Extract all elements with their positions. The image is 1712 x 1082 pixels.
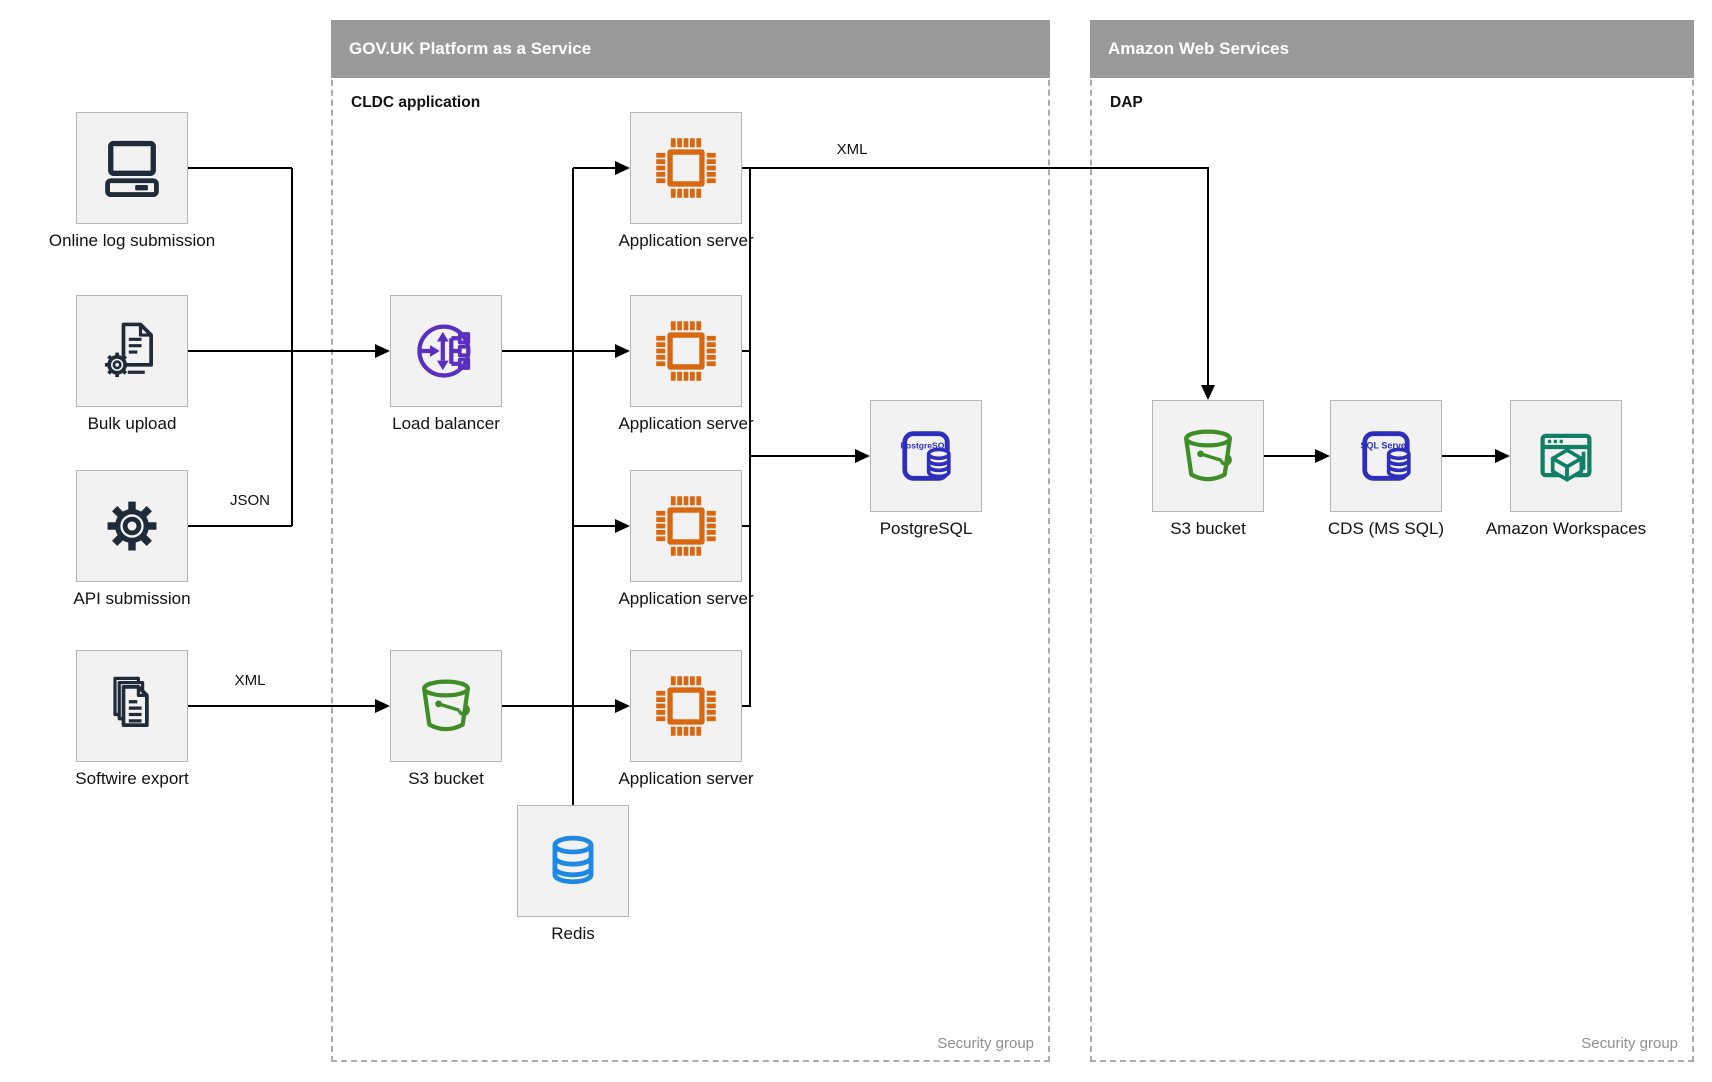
app-server-4-label: Application server — [618, 769, 754, 788]
app-server-3-label: Application server — [618, 589, 754, 608]
arrowhead — [855, 449, 870, 463]
connector-line — [573, 167, 617, 169]
app-server-2-box[interactable] — [630, 295, 742, 407]
stacked-documents-icon — [113, 676, 149, 727]
online-log-label: Online log submission — [48, 231, 216, 250]
online-log-box[interactable] — [76, 112, 188, 224]
computer-icon — [105, 140, 159, 197]
edge-label-json-api-to-app: JSON — [229, 492, 270, 509]
connector-line — [188, 167, 292, 169]
api-submission-label: API submission — [73, 589, 191, 608]
postgresql-label: PostgreSQL — [879, 519, 973, 538]
aws-sublabel: DAP — [1110, 94, 1143, 111]
softwire-export-label: Softwire export — [75, 769, 189, 788]
connector-line — [502, 705, 617, 707]
redis-box[interactable] — [517, 805, 629, 917]
connector-line — [742, 350, 751, 352]
document-gear-icon — [104, 322, 153, 378]
app-server-3-box[interactable] — [630, 470, 742, 582]
arrowhead — [615, 519, 630, 533]
arrowhead — [375, 344, 390, 358]
aws-header-title: Amazon Web Services — [1090, 20, 1694, 78]
load-balancer-box[interactable] — [390, 295, 502, 407]
paas-security-group-label: Security group — [937, 1035, 1034, 1052]
arrowhead — [615, 344, 630, 358]
s3-aws-label: S3 bucket — [1170, 519, 1246, 538]
chip-icon — [656, 496, 716, 556]
postgresql-box[interactable]: PostgreSQL — [870, 400, 982, 512]
gear-icon — [107, 501, 157, 551]
connector-line — [502, 350, 617, 352]
cds-box[interactable]: SQL Server — [1330, 400, 1442, 512]
s3-bucket-icon — [422, 679, 470, 732]
arrowhead — [1201, 385, 1215, 400]
api-submission-box[interactable] — [76, 470, 188, 582]
bulk-upload-box[interactable] — [76, 295, 188, 407]
postgresql-icon: PostgreSQL — [900, 431, 951, 481]
connector-line — [742, 525, 751, 527]
connector-line — [291, 168, 293, 526]
container-aws: Amazon Web Services DAP Security group — [1090, 20, 1694, 1062]
arrowhead — [375, 699, 390, 713]
cds-label: CDS (MS SQL) — [1327, 519, 1445, 538]
connector-line — [749, 168, 751, 706]
connector-line — [188, 525, 292, 527]
aws-security-group-label: Security group — [1581, 1035, 1678, 1052]
workspaces-icon — [1540, 433, 1592, 482]
load-balancer-label: Load balancer — [392, 414, 500, 433]
edge-label-xml-softwire-to-s3: XML — [234, 672, 266, 689]
sql-server-icon-text: SQL Server — [1360, 441, 1409, 451]
app-server-4-box[interactable] — [630, 650, 742, 762]
chip-icon — [656, 138, 716, 198]
redis-icon — [552, 835, 594, 885]
workspaces-box[interactable] — [1510, 400, 1622, 512]
app-server-2-label: Application server — [618, 414, 754, 433]
edge-label-xml-app-to-aws: XML — [836, 141, 868, 158]
connector-line — [188, 350, 377, 352]
arrowhead — [1315, 449, 1330, 463]
sql-server-icon: SQL Server — [1360, 431, 1411, 481]
redis-label: Redis — [551, 924, 595, 943]
s3-bucket-icon — [1184, 429, 1232, 482]
arrowhead — [615, 161, 630, 175]
s3-paas-box[interactable] — [390, 650, 502, 762]
workspaces-label: Amazon Workspaces — [1485, 519, 1647, 538]
arrowhead — [1495, 449, 1510, 463]
connector-line — [750, 455, 857, 457]
connector-line — [188, 705, 377, 707]
load-balancer-icon — [417, 324, 471, 378]
bulk-upload-label: Bulk upload — [87, 414, 177, 433]
paas-sublabel: CLDC application — [351, 94, 481, 111]
connector-line — [1207, 168, 1209, 387]
paas-header-title: GOV.UK Platform as a Service — [331, 20, 1050, 78]
s3-aws-box[interactable] — [1152, 400, 1264, 512]
app-server-1-label: Application server — [618, 231, 754, 250]
container-paas: GOV.UK Platform as a Service CLDC applic… — [331, 20, 1050, 1062]
chip-icon — [656, 676, 716, 736]
app-server-1-box[interactable] — [630, 112, 742, 224]
arrowhead — [615, 699, 630, 713]
connector-line — [1442, 455, 1497, 457]
chip-icon — [656, 321, 716, 381]
connector-line — [742, 705, 751, 707]
postgresql-icon-text: PostgreSQL — [900, 441, 949, 451]
connector-line — [573, 525, 617, 527]
connector-line — [1264, 455, 1317, 457]
connector-line — [572, 168, 574, 805]
connector-line — [742, 167, 1209, 169]
s3-paas-label: S3 bucket — [408, 769, 484, 788]
softwire-export-box[interactable] — [76, 650, 188, 762]
